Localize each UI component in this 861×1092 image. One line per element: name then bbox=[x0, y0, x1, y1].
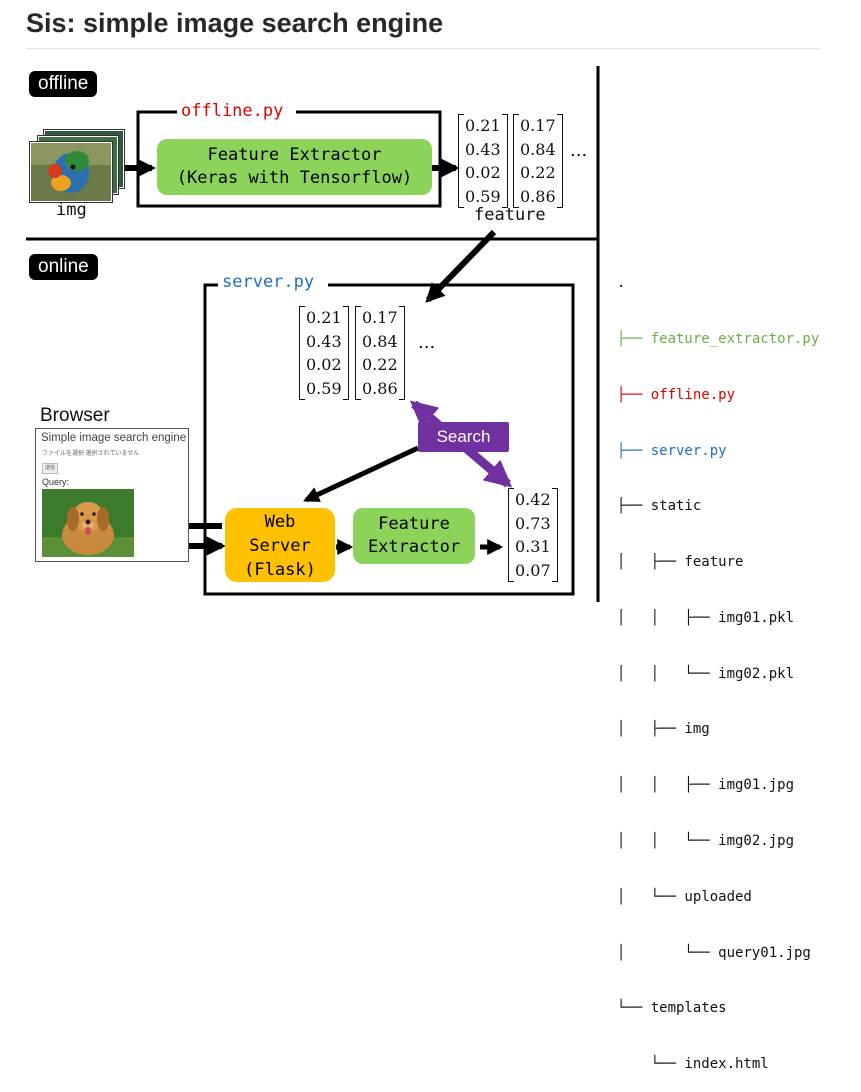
online-vector-1: 0.21 0.43 0.02 0.59 bbox=[299, 306, 349, 400]
webserver-line3: (Flask) bbox=[244, 560, 316, 580]
vector-value: 0.21 bbox=[465, 116, 501, 135]
feature-label: feature bbox=[474, 205, 546, 225]
offline-extractor-line2: (Keras with Tensorflow) bbox=[176, 168, 413, 188]
vector-value: 0.59 bbox=[465, 186, 501, 206]
file-tree-line: └── index.html bbox=[617, 1056, 769, 1073]
webserver-line2: Server bbox=[249, 536, 311, 556]
dog-image bbox=[42, 489, 134, 557]
vector-value: 0.43 bbox=[306, 331, 342, 351]
online-extractor-line2: Extractor bbox=[367, 537, 461, 557]
vector-value: 0.42 bbox=[515, 490, 551, 509]
webserver-line1: Web bbox=[264, 512, 296, 532]
vector-value: 0.21 bbox=[306, 308, 342, 327]
file-tree-line: │ ├── img bbox=[617, 721, 710, 738]
file-tree-line: ├── offline.py bbox=[617, 386, 736, 403]
offline-vector-2: 0.17 0.84 0.22 0.86 bbox=[513, 114, 563, 208]
browser-label: Browser bbox=[40, 405, 110, 426]
parrot-image bbox=[30, 142, 112, 202]
vector-value: 0.84 bbox=[520, 139, 556, 159]
vector-value: 0.31 bbox=[515, 537, 551, 556]
file-tree-line: │ │ └── img02.jpg bbox=[617, 833, 795, 849]
offline-vector-1: 0.21 0.43 0.02 0.59 bbox=[458, 114, 508, 208]
page-title: Sis: simple image search engine bbox=[26, 8, 444, 38]
browser-page-title: Simple image search engine bbox=[41, 432, 187, 444]
browser-file-input: ファイルを選択 選択されていません bbox=[42, 451, 140, 457]
vector-value: 0.07 bbox=[515, 560, 551, 580]
file-tree-line: │ │ ├── img01.pkl bbox=[617, 609, 795, 626]
vector-value: 0.17 bbox=[362, 308, 398, 327]
online-feature-extractor: Feature Extractor bbox=[353, 508, 475, 564]
offline-badge: offline bbox=[29, 71, 98, 97]
arrow-search-to-webserver bbox=[303, 445, 420, 503]
server-frame bbox=[203, 283, 575, 596]
search-label: Search bbox=[418, 422, 509, 452]
image-stack bbox=[30, 130, 125, 202]
offline-ellipsis: ... bbox=[570, 140, 588, 161]
offline-extractor-line1: Feature Extractor bbox=[207, 145, 382, 165]
vector-value: 0.84 bbox=[362, 331, 398, 351]
file-tree: . ├── feature_extractor.py ├── offline.p… bbox=[617, 237, 819, 1092]
vector-value: 0.73 bbox=[515, 513, 551, 533]
server-py-label: server.py bbox=[218, 272, 319, 292]
file-tree-line: │ └── uploaded bbox=[617, 888, 752, 905]
browser-query-label: Query: bbox=[42, 477, 70, 487]
vector-value: 0.02 bbox=[306, 355, 342, 374]
vector-value: 0.59 bbox=[306, 378, 342, 398]
online-ellipsis: ... bbox=[418, 332, 436, 353]
vector-value: 0.22 bbox=[362, 355, 398, 374]
online-extractor-line1: Feature bbox=[378, 514, 450, 534]
file-tree-line: . bbox=[617, 275, 626, 292]
offline-py-label: offline.py bbox=[177, 101, 288, 121]
file-tree-line: │ │ ├── img01.jpg bbox=[617, 777, 795, 794]
vector-value: 0.02 bbox=[465, 163, 501, 182]
file-tree-line: │ │ └── img02.pkl bbox=[617, 665, 795, 682]
file-tree-line: ├── server.py bbox=[617, 442, 727, 459]
img-label: img bbox=[56, 200, 87, 220]
vector-value: 0.86 bbox=[520, 186, 556, 206]
offline-frame bbox=[136, 110, 442, 208]
vector-value: 0.17 bbox=[520, 116, 556, 135]
vector-value: 0.43 bbox=[465, 139, 501, 159]
online-badge: online bbox=[29, 254, 98, 280]
file-tree-line: │ └── query01.jpg bbox=[617, 944, 811, 961]
arrow-feature-transfer bbox=[425, 229, 497, 303]
query-vector: 0.42 0.73 0.31 0.07 bbox=[508, 488, 558, 582]
browser-window: Simple image search engine ファイルを選択 選択されて… bbox=[35, 428, 189, 562]
file-tree-line: │ ├── feature bbox=[617, 554, 744, 571]
file-tree-line: ├── feature_extractor.py bbox=[617, 330, 820, 347]
online-vector-2: 0.17 0.84 0.22 0.86 bbox=[355, 306, 405, 400]
title-divider bbox=[26, 48, 821, 49]
vector-value: 0.22 bbox=[520, 163, 556, 182]
web-server-box: Web Server (Flask) bbox=[225, 508, 335, 582]
offline-feature-extractor: Feature Extractor (Keras with Tensorflow… bbox=[157, 139, 432, 195]
vector-value: 0.86 bbox=[362, 378, 398, 398]
file-tree-line: └── templates bbox=[617, 1000, 727, 1017]
file-tree-line: ├── static bbox=[617, 498, 702, 515]
browser-submit-button: 送信 bbox=[42, 463, 58, 474]
